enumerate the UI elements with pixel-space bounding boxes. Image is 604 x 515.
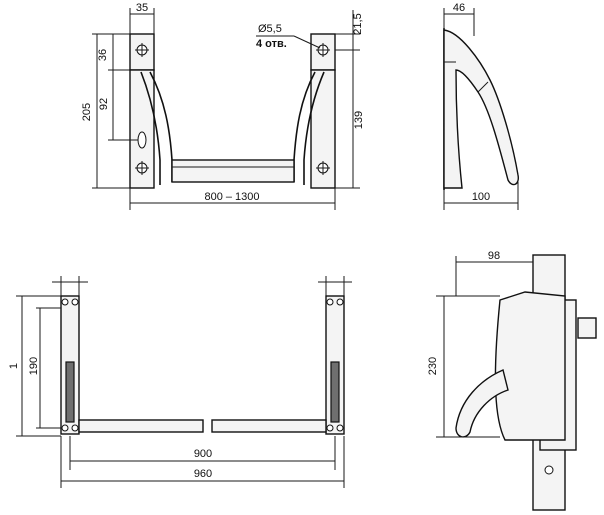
plan-left-bracket bbox=[65, 361, 75, 423]
hole-diameter-note: Ø5,5 bbox=[258, 23, 282, 35]
key-head bbox=[577, 317, 597, 339]
dim-46: 46 bbox=[453, 2, 465, 14]
plan-right-bracket bbox=[330, 361, 340, 423]
dim-36: 36 bbox=[97, 49, 109, 61]
curved-handle bbox=[455, 369, 509, 438]
plan-screw-1 bbox=[61, 298, 69, 306]
front-view: 35 36 205 92 21,5 139 Ø5,5 4 отв. 800 – … bbox=[81, 2, 365, 210]
plan-view: 1 190 900 960 bbox=[8, 276, 352, 488]
right-arm-outer bbox=[293, 71, 316, 182]
plan-bar-left bbox=[78, 419, 204, 433]
left-arm-outer bbox=[149, 71, 173, 182]
left-arm-inner bbox=[140, 71, 161, 185]
plan-screw-6 bbox=[336, 298, 344, 306]
dim-190: 190 bbox=[28, 357, 40, 375]
dim-span: 800 – 1300 bbox=[204, 191, 259, 203]
dim-1: 1 bbox=[8, 363, 20, 369]
plan-screw-3 bbox=[61, 424, 69, 432]
dim-139: 139 bbox=[353, 111, 365, 129]
dim-205: 205 bbox=[81, 103, 93, 121]
lock-screw-bottom bbox=[544, 465, 554, 475]
side-handle-profile bbox=[443, 29, 520, 189]
dim-98: 98 bbox=[488, 250, 500, 262]
dim-100: 100 bbox=[472, 191, 490, 203]
plan-screw-2 bbox=[71, 298, 79, 306]
plan-screw-8 bbox=[336, 424, 344, 432]
dim-960: 960 bbox=[194, 468, 212, 480]
handle-housing bbox=[494, 291, 566, 441]
right-arm-inner bbox=[303, 71, 325, 185]
plan-screw-5 bbox=[326, 298, 334, 306]
side-view: 46 100 bbox=[443, 2, 520, 210]
dim-900: 900 bbox=[194, 448, 212, 460]
dim-92: 92 bbox=[98, 98, 110, 110]
dim-35: 35 bbox=[136, 2, 148, 14]
plan-screw-4 bbox=[71, 424, 79, 432]
dim-21-5: 21,5 bbox=[352, 13, 364, 34]
plan-bar-right bbox=[211, 419, 327, 433]
push-bar bbox=[171, 159, 295, 183]
section-view: 98 230 bbox=[427, 250, 597, 511]
hole-count-note: 4 отв. bbox=[256, 38, 287, 50]
dim-230: 230 bbox=[427, 357, 439, 375]
key-cylinder bbox=[137, 131, 147, 149]
plan-screw-7 bbox=[326, 424, 334, 432]
